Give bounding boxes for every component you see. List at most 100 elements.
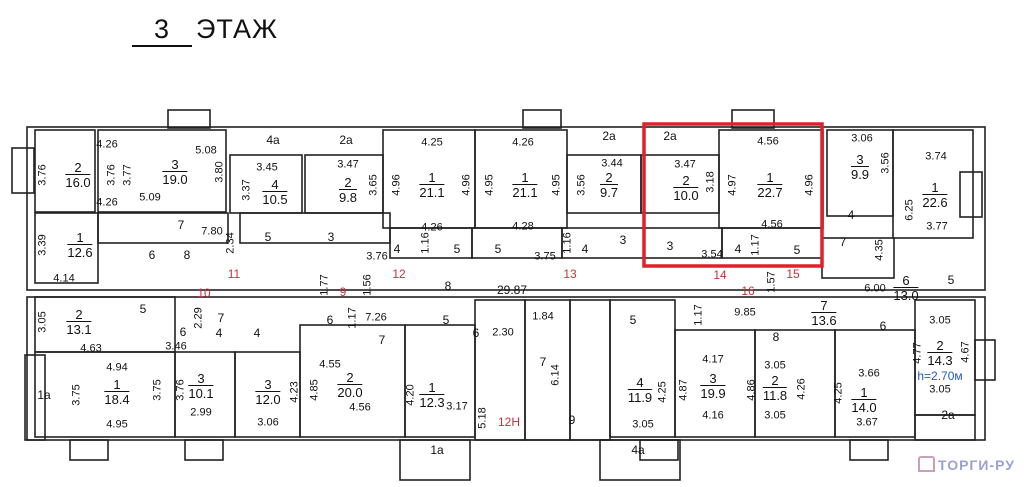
room-number-label: 8: [772, 330, 780, 344]
wall-outline: [11, 147, 35, 194]
room-number: 1: [757, 171, 783, 185]
wall-outline: [731, 109, 775, 129]
dimension-label: 3.75: [151, 379, 164, 401]
room-number-label: 2а: [339, 133, 353, 147]
dimension-label: 4.25: [656, 381, 669, 403]
room-number-label: 4: [734, 242, 742, 256]
room-number: 7: [811, 299, 837, 313]
dimension-label: 3.18: [704, 171, 717, 193]
dimension-label: 3.06: [851, 132, 873, 145]
dimension-label: 4.96: [390, 174, 403, 196]
room-number-label: 7: [217, 311, 225, 325]
dimension-label: 2.99: [190, 406, 212, 419]
room-number: 1: [922, 181, 948, 195]
room-number-label: 6: [179, 325, 187, 339]
room-number-label: 8: [183, 248, 191, 262]
dimension-label: 4.26: [96, 196, 118, 209]
room-number-label: 2а: [941, 408, 955, 422]
wall-outline: [97, 212, 229, 244]
dimension-label: 2.29: [192, 307, 205, 329]
room-area: 9.9: [850, 167, 870, 182]
dimension-label: 2.34: [224, 232, 237, 254]
dimension-label: 3.45: [256, 161, 278, 174]
room-number: 6: [893, 274, 919, 288]
dimension-label: 3.47: [337, 158, 359, 171]
dimension-label: 4.25: [832, 382, 845, 404]
dimension-label: 1.17: [749, 234, 762, 256]
room-number-label: 7: [839, 235, 847, 249]
dimension-label: 3.46: [165, 340, 187, 353]
room-number-label: 9: [568, 413, 576, 427]
room-area: 18.4: [104, 392, 130, 407]
dimension-label: 3.17: [446, 400, 468, 413]
room-area: 13.0: [893, 288, 919, 303]
section-marker: 15: [786, 267, 800, 281]
dimension-label: 3.05: [929, 314, 951, 327]
room-number: 2: [762, 374, 788, 388]
dimension-label: 3.66: [858, 367, 880, 380]
room-number: 2: [338, 176, 358, 190]
dimension-label: 4.67: [959, 341, 972, 363]
wall-outline: [34, 212, 99, 284]
dimension-label: 5.08: [195, 144, 217, 157]
room-number-label: 6: [326, 313, 334, 327]
dimension-label: 4.95: [483, 174, 496, 196]
room-area: 14.3: [927, 353, 953, 368]
dimension-label: 3.05: [764, 409, 786, 422]
room-number: 1: [104, 378, 130, 392]
room-number: 3: [162, 158, 188, 172]
section-marker: 16: [741, 284, 755, 298]
wall-outline: [892, 129, 974, 239]
dimension-label: 4.20: [404, 384, 417, 406]
wall-outline: [849, 439, 889, 461]
wall-outline: [34, 296, 176, 353]
room-number: 3: [700, 372, 726, 386]
room-area: 19.9: [700, 386, 726, 401]
room-number-label: 3: [327, 230, 335, 244]
room-area: 12.6: [67, 245, 93, 260]
room-number: 3: [850, 153, 870, 167]
dimension-label: 3.74: [925, 150, 947, 163]
room-number-label: 7: [177, 218, 185, 232]
dimension-label: 6.25: [903, 199, 916, 221]
dimension-label: 1.56: [361, 274, 374, 296]
dimension-label: 3.05: [764, 359, 786, 372]
dimension-label: 1.17: [346, 307, 359, 329]
room-number: 2: [65, 161, 91, 175]
room-area: 22.7: [757, 185, 783, 200]
section-marker: 10: [197, 286, 211, 300]
dimension-label: 7.80: [201, 225, 223, 238]
room-area: 12.3: [419, 395, 445, 410]
room-area: 21.1: [512, 185, 538, 200]
room-number: 2: [673, 174, 699, 188]
dimension-label: 3.76: [174, 379, 187, 401]
wall-outline: [399, 439, 471, 481]
room-number-label: 5: [629, 313, 637, 327]
room-number: 1: [512, 171, 538, 185]
room-area: 13.1: [66, 322, 92, 337]
dimension-label: 3.37: [240, 179, 253, 201]
room-number: 2: [927, 339, 953, 353]
ceiling-height: h=2.70м: [917, 369, 963, 383]
room-number: 3: [255, 378, 281, 392]
dimension-label: 3.44: [601, 157, 623, 170]
room-number-label: 2а: [602, 129, 616, 143]
dimension-label: 3.77: [121, 164, 134, 186]
room-area: 20.0: [337, 385, 363, 400]
watermark-logo: ТОРГИ-РУ: [918, 456, 1015, 473]
room-area: 9.7: [599, 185, 619, 200]
dimension-label: 4.25: [421, 136, 443, 149]
room-number-label: 6: [148, 248, 156, 262]
dimension-label: 4.63: [80, 342, 102, 355]
